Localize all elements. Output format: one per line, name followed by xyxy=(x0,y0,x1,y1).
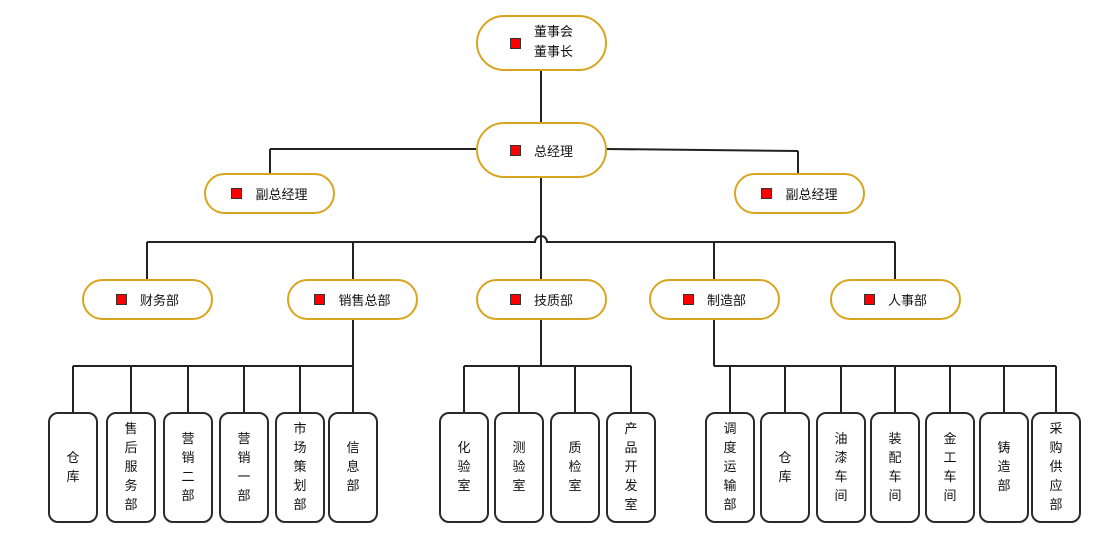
sub-unit-label: 测验室 xyxy=(512,441,526,494)
dept-node-finance[interactable]: 财务部 xyxy=(82,279,213,320)
sub-unit-node[interactable]: 仓库 xyxy=(48,412,98,523)
red-square-icon xyxy=(761,188,773,199)
dept-label: 技质部 xyxy=(533,294,573,309)
sub-unit-label: 市场策划部 xyxy=(293,422,307,513)
red-square-icon xyxy=(314,294,326,305)
red-square-icon xyxy=(509,294,521,305)
sub-unit-label: 营销二部 xyxy=(181,431,195,504)
sub-unit-node[interactable]: 测验室 xyxy=(494,412,544,523)
sub-unit-node[interactable]: 营销一部 xyxy=(219,412,269,523)
red-square-icon xyxy=(682,294,694,305)
red-square-icon xyxy=(231,188,243,199)
dept-node-manufacturing[interactable]: 制造部 xyxy=(649,279,780,320)
red-square-icon xyxy=(509,37,521,49)
sub-unit-node[interactable]: 装配车间 xyxy=(870,412,920,523)
dept-label: 销售总部 xyxy=(338,294,391,309)
board-label-line1: 董事会 xyxy=(533,25,573,40)
board-node[interactable]: 董事会 董事长 xyxy=(476,15,607,71)
sub-unit-label: 装配车间 xyxy=(888,431,902,504)
dept-node-hr[interactable]: 人事部 xyxy=(830,279,961,320)
deputy-gm-label: 副总经理 xyxy=(255,188,308,203)
sub-unit-node[interactable]: 信息部 xyxy=(328,412,378,523)
dept-label: 财务部 xyxy=(139,294,179,309)
sub-unit-label: 售后服务部 xyxy=(124,422,138,513)
sub-unit-label: 营销一部 xyxy=(237,431,251,504)
sub-unit-node[interactable]: 质检室 xyxy=(550,412,600,523)
sub-unit-node[interactable]: 调度运输部 xyxy=(705,412,755,523)
sub-unit-node[interactable]: 油漆车间 xyxy=(816,412,866,523)
gm-label: 总经理 xyxy=(533,144,573,160)
sub-unit-node[interactable]: 售后服务部 xyxy=(106,412,156,523)
board-label-line2: 董事长 xyxy=(533,45,573,60)
gm-node[interactable]: 总经理 xyxy=(476,122,607,178)
dept-node-sales[interactable]: 销售总部 xyxy=(287,279,418,320)
sub-unit-label: 金工车间 xyxy=(943,431,957,504)
deputy-gm-label: 副总经理 xyxy=(785,188,838,203)
sub-unit-node[interactable]: 市场策划部 xyxy=(275,412,325,523)
sub-unit-node[interactable]: 化验室 xyxy=(439,412,489,523)
sub-unit-label: 采购供应部 xyxy=(1049,422,1063,513)
sub-unit-label: 质检室 xyxy=(568,441,582,494)
red-square-icon xyxy=(115,294,127,305)
dept-label: 制造部 xyxy=(706,294,746,309)
sub-unit-label: 化验室 xyxy=(457,441,471,494)
sub-unit-label: 调度运输部 xyxy=(723,422,737,513)
sub-unit-label: 信息部 xyxy=(346,441,360,494)
sub-unit-label: 仓库 xyxy=(778,450,792,485)
sub-unit-node[interactable]: 营销二部 xyxy=(163,412,213,523)
dept-node-tech-quality[interactable]: 技质部 xyxy=(476,279,607,320)
sub-unit-node[interactable]: 采购供应部 xyxy=(1031,412,1081,523)
deputy-gm-node-left[interactable]: 副总经理 xyxy=(204,173,335,214)
sub-unit-node[interactable]: 金工车间 xyxy=(925,412,975,523)
red-square-icon xyxy=(509,144,521,156)
dept-label: 人事部 xyxy=(887,294,927,309)
sub-unit-label: 铸造部 xyxy=(997,441,1011,494)
connector-gm-deputy-right-h xyxy=(605,148,799,152)
sub-unit-node[interactable]: 铸造部 xyxy=(979,412,1029,523)
sub-unit-label: 产品开发室 xyxy=(624,422,638,513)
connector-department-bus xyxy=(147,235,895,243)
sub-unit-node[interactable]: 产品开发室 xyxy=(606,412,656,523)
sub-unit-label: 油漆车间 xyxy=(834,431,848,504)
sub-unit-node[interactable]: 仓库 xyxy=(760,412,810,523)
sub-unit-label: 仓库 xyxy=(66,450,80,485)
red-square-icon xyxy=(863,294,875,305)
deputy-gm-node-right[interactable]: 副总经理 xyxy=(734,173,865,214)
